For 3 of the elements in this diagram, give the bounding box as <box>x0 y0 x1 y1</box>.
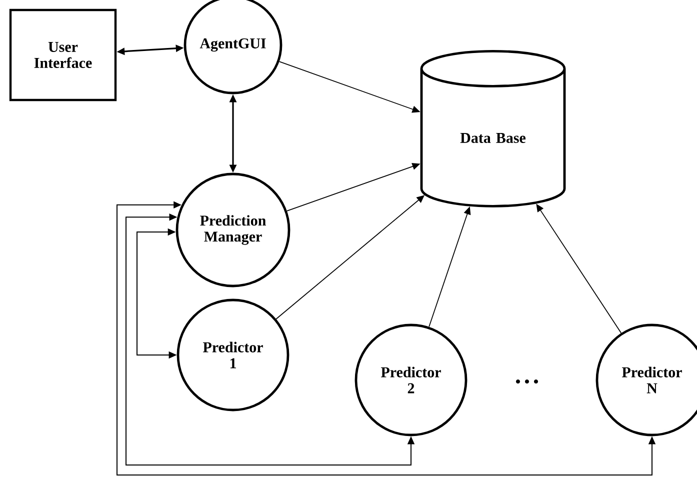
ellipsis-dots: • • • <box>516 380 538 384</box>
database-cylinder: Data Base <box>420 50 566 208</box>
interface-box: User Interface <box>9 8 117 102</box>
